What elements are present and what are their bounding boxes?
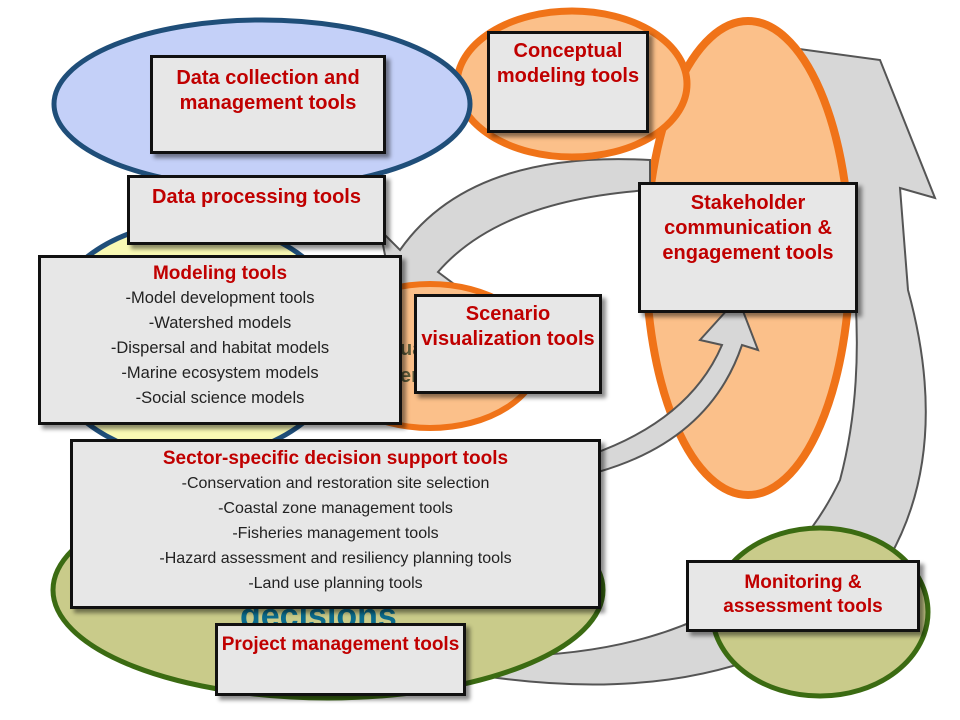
modeling-item: -Dispersal and habitat models (110, 339, 330, 357)
sector-item: -Conservation and restoration site selec… (181, 475, 490, 492)
modeling-item: -Model development tools (125, 289, 315, 307)
data-processing-box: Data processing tools (127, 175, 386, 245)
project-label: Project management tools (221, 634, 460, 655)
project-box: Project management tools (215, 623, 466, 696)
stakeholder-box: Stakeholder communication & engagement t… (638, 182, 858, 313)
modeling-item: -Marine ecosystem models (121, 364, 319, 382)
data-processing-label: Data processing tools (152, 186, 361, 208)
sector-box: Sector-specific decision support tools -… (70, 439, 601, 609)
modeling-item: -Watershed models (148, 314, 292, 332)
sector-item: -Coastal zone management tools (218, 500, 453, 517)
scenario-label: Scenario visualization tools (421, 303, 595, 350)
conceptual-box: Conceptual modeling tools (487, 31, 649, 133)
modeling-item: -Social science models (135, 389, 305, 407)
modeling-title: Modeling tools (152, 263, 288, 284)
monitoring-label: Monitoring & assessment tools (723, 572, 883, 617)
stakeholder-label: Stakeholder communication & engagement t… (662, 192, 834, 264)
sector-title: Sector-specific decision support tools (162, 448, 509, 469)
monitoring-box: Monitoring & assessment tools (686, 560, 920, 632)
conceptual-label: Conceptual modeling tools (496, 40, 640, 87)
sector-item: -Land use planning tools (248, 575, 423, 592)
sector-item: -Hazard assessment and resiliency planni… (159, 550, 512, 567)
scenario-box: Scenario visualization tools (414, 294, 602, 394)
lower-cycle-arrow (588, 296, 760, 474)
data-collection-label: Data collection and management tools (176, 67, 360, 114)
modeling-box: Modeling tools -Model development tools … (38, 255, 402, 425)
sector-item: -Fisheries management tools (232, 525, 439, 542)
data-collection-box: Data collection and management tools (150, 55, 386, 154)
